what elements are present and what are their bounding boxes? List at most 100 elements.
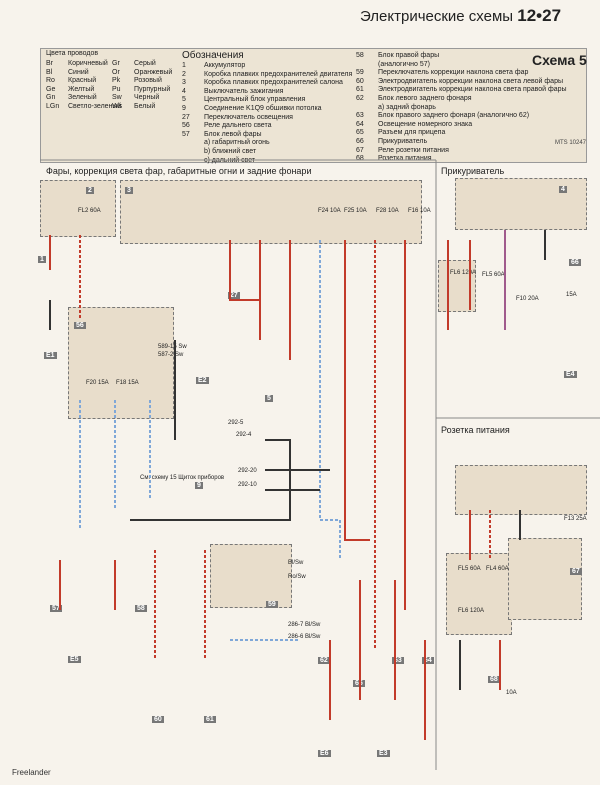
designations-title: Обозначения: [182, 50, 244, 61]
diagram-label: FL6 120A: [458, 608, 485, 614]
component-number: 9: [195, 482, 203, 489]
diagram-label: F18 15A: [116, 380, 139, 386]
diagram-label: 292-5: [228, 420, 244, 426]
designation-row: b) ближний свет: [204, 147, 257, 155]
fuse-box-socket: [446, 553, 512, 635]
component-number: 67: [570, 568, 582, 575]
header-page: 12•27: [517, 6, 562, 25]
diagram-label: 15A: [566, 292, 577, 298]
mts-mark: MTS 10247: [555, 140, 587, 146]
headlamp-switch-box: [210, 544, 292, 608]
diagram-label: FL5 60A: [458, 566, 481, 572]
designation-row: (аналогично 57): [378, 60, 430, 68]
diagram-label: 589-15 Sw: [158, 344, 187, 350]
ground-label: E3: [377, 750, 390, 757]
component-number: 1: [38, 256, 46, 263]
component-number: 59: [266, 601, 278, 608]
page-header: Электрические схемы 12•27: [360, 6, 561, 26]
header-title: Электрические схемы: [360, 8, 514, 25]
ground-label: E4: [564, 371, 577, 378]
ignition-switch-lighter: [455, 178, 587, 230]
wire: [319, 240, 341, 560]
component-number: 57: [50, 605, 62, 612]
diagram-label: FL4 60A: [486, 566, 509, 572]
diagram-label: 292-20: [238, 468, 257, 474]
diagram-label: F10 20A: [516, 296, 539, 302]
component-number: 27: [228, 292, 240, 299]
legend-box: [40, 48, 587, 163]
section-socket-title: Розетка питания: [441, 425, 510, 435]
component-number: 60: [152, 716, 164, 723]
component-number: 65: [353, 680, 365, 687]
diagram-label: См. схему 15 Щиток приборов: [140, 475, 225, 481]
diagram-label: 292-10: [238, 482, 257, 488]
wire: [344, 240, 370, 541]
schema-label: Схема 5: [532, 52, 587, 68]
designation-row: a) задний фонарь: [378, 103, 436, 111]
diagram-label: FL2 60A: [78, 208, 101, 214]
component-number: 56: [74, 322, 86, 329]
diagram-label: Bl/Sw: [288, 560, 304, 566]
ground-label: E6: [318, 750, 331, 757]
diagram-label: F24 10A: [318, 208, 341, 214]
diagram-label: 292-4: [236, 432, 252, 438]
component-number: 64: [422, 657, 434, 664]
component-number: 3: [125, 187, 133, 194]
wire: [130, 439, 291, 521]
diagram-label: F20 15A: [86, 380, 109, 386]
ground-label: E2: [196, 377, 209, 384]
wire-colors-title: Цвета проводов: [46, 50, 99, 57]
section-lighter-title: Прикуриватель: [441, 166, 505, 176]
diagram-label: 286-7 Bl/Sw: [288, 622, 321, 628]
component-number: 62: [318, 657, 330, 664]
component-number: 61: [204, 716, 216, 723]
diagram-label: F25 10A: [344, 208, 367, 214]
section-main-title: Фары, коррекция света фар, габаритные ог…: [46, 166, 312, 176]
wire: [229, 240, 261, 340]
component-number: 66: [569, 259, 581, 266]
fuse-box-cabin: [120, 180, 422, 244]
socket-relay-box: [508, 538, 582, 620]
diagram-label: FL5 60A: [482, 272, 505, 278]
component-number: 58: [135, 605, 147, 612]
diagram-label: FL6 120A: [450, 270, 477, 276]
footer-text: Freelander: [12, 768, 51, 777]
designation-row: a) габаритный огонь: [204, 139, 270, 147]
diagram-label: F28 10A: [376, 208, 399, 214]
ground-label: E5: [68, 656, 81, 663]
diagram-label: 10A: [506, 690, 517, 696]
diagram-label: F16 10A: [408, 208, 431, 214]
